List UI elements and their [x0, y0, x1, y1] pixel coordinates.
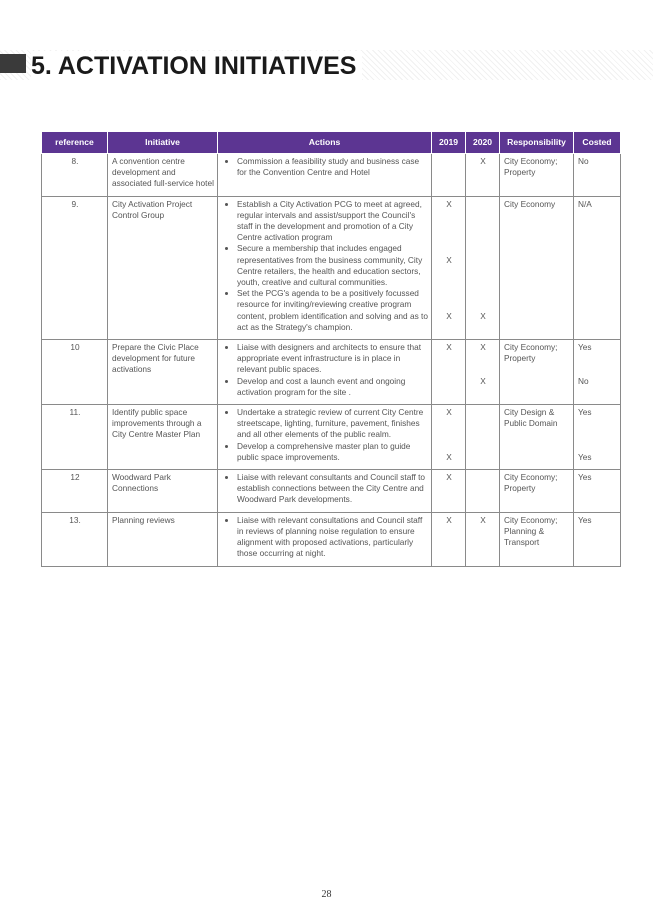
cell-reference: 11.	[41, 404, 108, 471]
cell-2020	[465, 469, 500, 513]
header-initiative: Initiative	[107, 131, 218, 154]
action-item: Establish a City Activation PCG to meet …	[237, 199, 428, 244]
header-costed: Costed	[573, 131, 621, 154]
cell-initiative: City Activation Project Control Group	[107, 195, 218, 341]
table-row: 9. City Activation Project Control Group…	[41, 195, 621, 341]
cell-2020: X X	[465, 339, 500, 406]
table-row: 10 Prepare the Civic Place development f…	[41, 339, 621, 406]
header-2019: 2019	[431, 131, 466, 154]
header-actions: Actions	[217, 131, 432, 154]
cell-initiative: Planning reviews	[107, 511, 218, 567]
cell-2019: X X X	[431, 195, 466, 341]
cell-responsibility: City Economy; Property	[499, 339, 574, 406]
cell-actions: Establish a City Activation PCG to meet …	[217, 195, 432, 341]
action-item: Develop and cost a launch event and ongo…	[237, 376, 428, 398]
cell-initiative: Woodward Park Connections	[107, 469, 218, 513]
header-responsibility: Responsibility	[499, 131, 574, 154]
header-2020: 2020	[465, 131, 500, 154]
header-reference: reference	[41, 131, 108, 154]
cell-reference: 10	[41, 339, 108, 406]
action-item: Liaise with relevant consultations and C…	[237, 515, 428, 560]
cell-initiative: Identify public space improvements throu…	[107, 404, 218, 471]
cell-costed: Yes No	[573, 339, 621, 406]
action-item: Undertake a strategic review of current …	[237, 407, 428, 441]
cell-costed: No	[573, 153, 621, 197]
cell-actions: Liaise with designers and architects to …	[217, 339, 432, 406]
cell-actions: Liaise with relevant consultations and C…	[217, 511, 432, 567]
cell-2019: X	[431, 511, 466, 567]
table-row: 13. Planning reviews Liaise with relevan…	[41, 511, 621, 567]
action-item: Develop a comprehensive master plan to g…	[237, 441, 428, 463]
cell-costed: Yes Yes	[573, 404, 621, 471]
section-marker	[0, 54, 26, 73]
cell-2019: X	[431, 339, 466, 406]
cell-reference: 9.	[41, 195, 108, 341]
cell-responsibility: City Economy; Property	[499, 469, 574, 513]
cell-responsibility: City Design & Public Domain	[499, 404, 574, 471]
cell-responsibility: City Economy	[499, 195, 574, 341]
cell-responsibility: City Economy; Planning & Transport	[499, 511, 574, 567]
action-item: Liaise with relevant consultants and Cou…	[237, 472, 428, 506]
action-item: Liaise with designers and architects to …	[237, 342, 428, 376]
cell-costed: Yes	[573, 469, 621, 513]
cell-costed: Yes	[573, 511, 621, 567]
action-item: Commission a feasibility study and busin…	[237, 156, 428, 178]
page-title: 5. ACTIVATION INITIATIVES	[31, 51, 363, 81]
initiatives-table: reference Initiative Actions 2019 2020 R…	[41, 131, 621, 567]
cell-2019: X X	[431, 404, 466, 471]
cell-reference: 13.	[41, 511, 108, 567]
cell-2020: X	[465, 195, 500, 341]
cell-initiative: Prepare the Civic Place development for …	[107, 339, 218, 406]
cell-actions: Liaise with relevant consultants and Cou…	[217, 469, 432, 513]
cell-reference: 12	[41, 469, 108, 513]
action-item: Secure a membership that includes engage…	[237, 243, 428, 288]
cell-actions: Commission a feasibility study and busin…	[217, 153, 432, 197]
cell-actions: Undertake a strategic review of current …	[217, 404, 432, 471]
table-header-row: reference Initiative Actions 2019 2020 R…	[41, 131, 621, 154]
action-item: Set the PCG's agenda to be a positively …	[237, 288, 428, 333]
cell-2020: X	[465, 511, 500, 567]
cell-costed: N/A	[573, 195, 621, 341]
table-row: 12 Woodward Park Connections Liaise with…	[41, 469, 621, 513]
table-row: 8. A convention centre development and a…	[41, 153, 621, 197]
cell-2019	[431, 153, 466, 197]
table-row: 11. Identify public space improvements t…	[41, 404, 621, 471]
cell-2019: X	[431, 469, 466, 513]
cell-responsibility: City Economy; Property	[499, 153, 574, 197]
cell-2020: X	[465, 153, 500, 197]
cell-reference: 8.	[41, 153, 108, 197]
cell-2020	[465, 404, 500, 471]
page-number: 28	[321, 889, 332, 900]
cell-initiative: A convention centre development and asso…	[107, 153, 218, 197]
